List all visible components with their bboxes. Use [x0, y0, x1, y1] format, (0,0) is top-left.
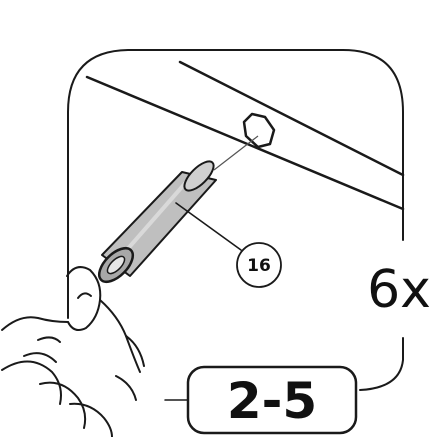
- detail-frame: [67, 49, 404, 319]
- step-number: 2-5: [227, 372, 317, 430]
- quantity-label: 6x: [367, 260, 431, 320]
- part-number: 16: [247, 256, 271, 276]
- hand-holding-icon: [1, 266, 145, 437]
- step-number-box: [186, 365, 358, 435]
- panel: [85, 60, 405, 211]
- dowel-pin-icon: [97, 160, 217, 284]
- detail-frame-bottom: [359, 337, 404, 391]
- hexagonal-hole-icon: [242, 112, 276, 149]
- insertion-guide: [213, 135, 259, 171]
- part-number-bubble: [236, 242, 282, 288]
- part-leader: [175, 202, 242, 251]
